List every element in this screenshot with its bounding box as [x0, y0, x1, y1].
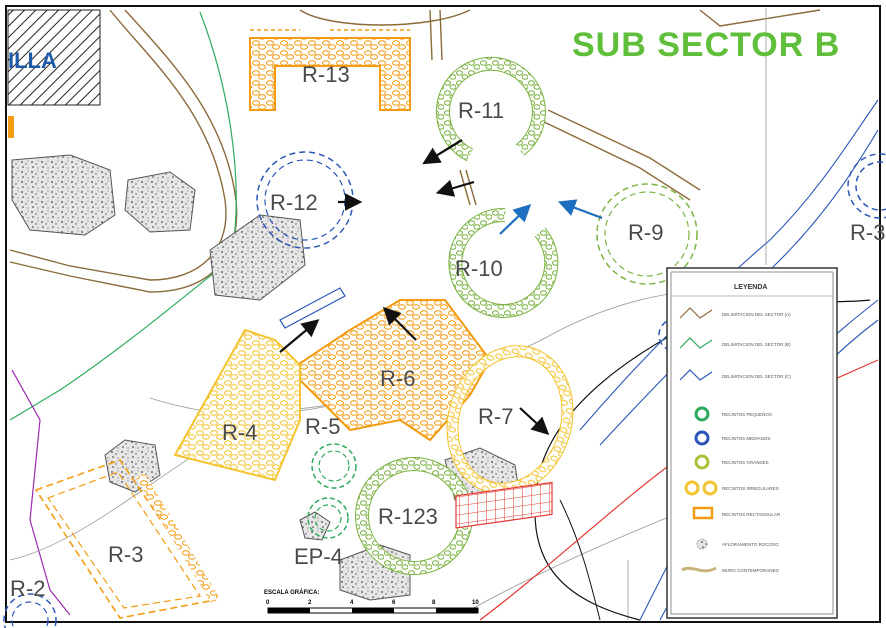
scale-tick-8: 8 — [432, 600, 436, 606]
scale-bar: ESCALA GRÁFICA: 0 2 4 6 8 10 — [264, 589, 479, 614]
legend-icon-line-green — [679, 337, 713, 349]
legend-icon-circle-blue — [694, 430, 710, 446]
legend-label-5: RECINTOS GRANDES — [722, 460, 769, 465]
recinto-r2 — [3, 593, 57, 628]
label-r12: R-12 — [270, 190, 318, 215]
scale-tick-10: 10 — [472, 600, 479, 606]
label-r3: R-3 — [108, 542, 143, 567]
scale-tick-0: 0 — [266, 600, 270, 606]
sector-c-boundary-purple — [11, 369, 71, 616]
recinto-r10 — [448, 207, 559, 318]
label-ep4: EP-4 — [294, 544, 343, 569]
label-r2: R-2 — [10, 576, 45, 601]
legend-label-4: RECINTOS MEDIANOS — [722, 436, 770, 441]
legend-label-3: RECINTOS PEQUEÑOS — [722, 411, 772, 417]
legend-label-0: DELIMITACION DEL SECTOR (A) — [722, 312, 791, 317]
legend-label-6: RECINTOS IRREGULARES — [722, 486, 779, 491]
label-r5: R-5 — [305, 414, 340, 439]
legend-label-1: DELIMITACION DEL SECTOR (B) — [722, 342, 791, 347]
flow-arrows — [279, 139, 603, 435]
recinto-r13 — [249, 29, 411, 111]
sector-a-boundary — [9, 9, 821, 293]
label-r7: R-7 — [478, 404, 513, 429]
hatched-structure — [7, 9, 101, 106]
map-border — [5, 5, 881, 623]
legend-icon-rock — [696, 538, 708, 550]
legend-label-2: DELIMITACION DEL SECTOR (C) — [722, 374, 791, 379]
orange-marker — [8, 116, 14, 138]
legend-label-7: RECINTOS RECTANGULAR — [722, 512, 781, 517]
scale-tick-6: 6 — [392, 600, 396, 606]
sector-title: SUB SECTOR B — [572, 26, 840, 64]
recinto-r123 — [355, 457, 553, 575]
legend-icon-wall — [681, 566, 717, 573]
label-r6: R-6 — [380, 366, 415, 391]
legend-label-8: AFLORAMIENTO ROCOSO — [722, 542, 779, 547]
legend-icon-rect-orange — [692, 506, 714, 520]
label-edge: R-3 — [850, 220, 885, 245]
legend-label-9: MURO CONTEMPORANEO — [722, 568, 780, 573]
scale-title: ESCALA GRÁFICA: — [264, 589, 319, 596]
label-r4: R-4 — [222, 420, 257, 445]
recinto-r9 — [596, 183, 698, 285]
label-r123: R-123 — [378, 504, 438, 529]
recinto-r5 — [307, 443, 357, 539]
label-r9: R-9 — [628, 220, 663, 245]
label-r11: R-11 — [458, 98, 504, 123]
legend-icon-line-brown — [679, 307, 713, 319]
label-r10: R-10 — [455, 256, 503, 281]
contour-line-2 — [559, 499, 601, 621]
recinto-r3 — [34, 459, 220, 619]
label-r13: R-13 — [302, 62, 350, 87]
legend-title: LEYENDA — [734, 284, 767, 291]
recinto-r7 — [446, 345, 574, 495]
recinto-r11 — [436, 56, 546, 162]
legend-icon-circle-yellow-b — [702, 480, 718, 496]
legend-icon-circle-green — [694, 406, 710, 422]
legend-icon-circle-yellowgreen — [694, 454, 710, 470]
legend-icon-line-blue — [679, 369, 713, 381]
recinto-r4 — [173, 287, 346, 482]
legend: LEYENDA DELIMITACION DEL SECTOR (A) DELI… — [666, 267, 838, 619]
scale-tick-4: 4 — [350, 600, 354, 606]
scale-tick-2: 2 — [308, 600, 312, 606]
legend-icon-circle-yellow-a — [684, 480, 700, 496]
place-label: ILLA — [8, 48, 57, 73]
